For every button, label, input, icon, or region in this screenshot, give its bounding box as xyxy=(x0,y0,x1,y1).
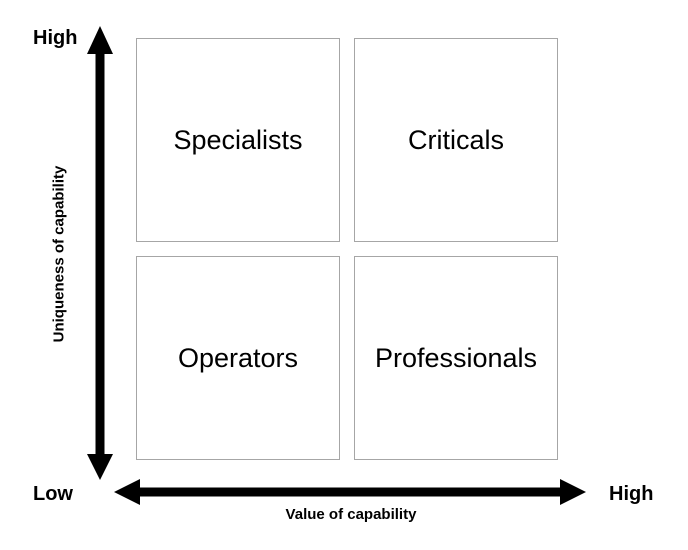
y-axis-arrow xyxy=(87,26,113,480)
quadrant-label-professionals: Professionals xyxy=(374,342,538,373)
quadrant-top-left: Specialists xyxy=(136,38,340,242)
quadrant-label-specialists: Specialists xyxy=(173,124,303,155)
y-arrowhead-up xyxy=(87,26,113,54)
quadrant-label-criticals: Criticals xyxy=(407,124,504,155)
y-arrowhead-down xyxy=(87,454,113,480)
x-axis-title: Value of capability xyxy=(285,506,417,523)
x-arrowhead-right xyxy=(560,479,586,505)
quadrant-bottom-left: Operators xyxy=(136,256,340,460)
x-axis-high-label: High xyxy=(609,483,654,505)
quadrant-label-operators: Operators xyxy=(177,342,299,373)
x-axis-arrow xyxy=(114,479,586,505)
y-axis-title: Uniqueness of capability xyxy=(50,165,68,343)
quadrant-top-right: Criticals xyxy=(354,38,558,242)
y-axis-high-label: High xyxy=(33,27,78,49)
x-axis-low-label: Low xyxy=(33,483,73,505)
x-arrowhead-left xyxy=(114,479,140,505)
quadrant-bottom-right: Professionals xyxy=(354,256,558,460)
